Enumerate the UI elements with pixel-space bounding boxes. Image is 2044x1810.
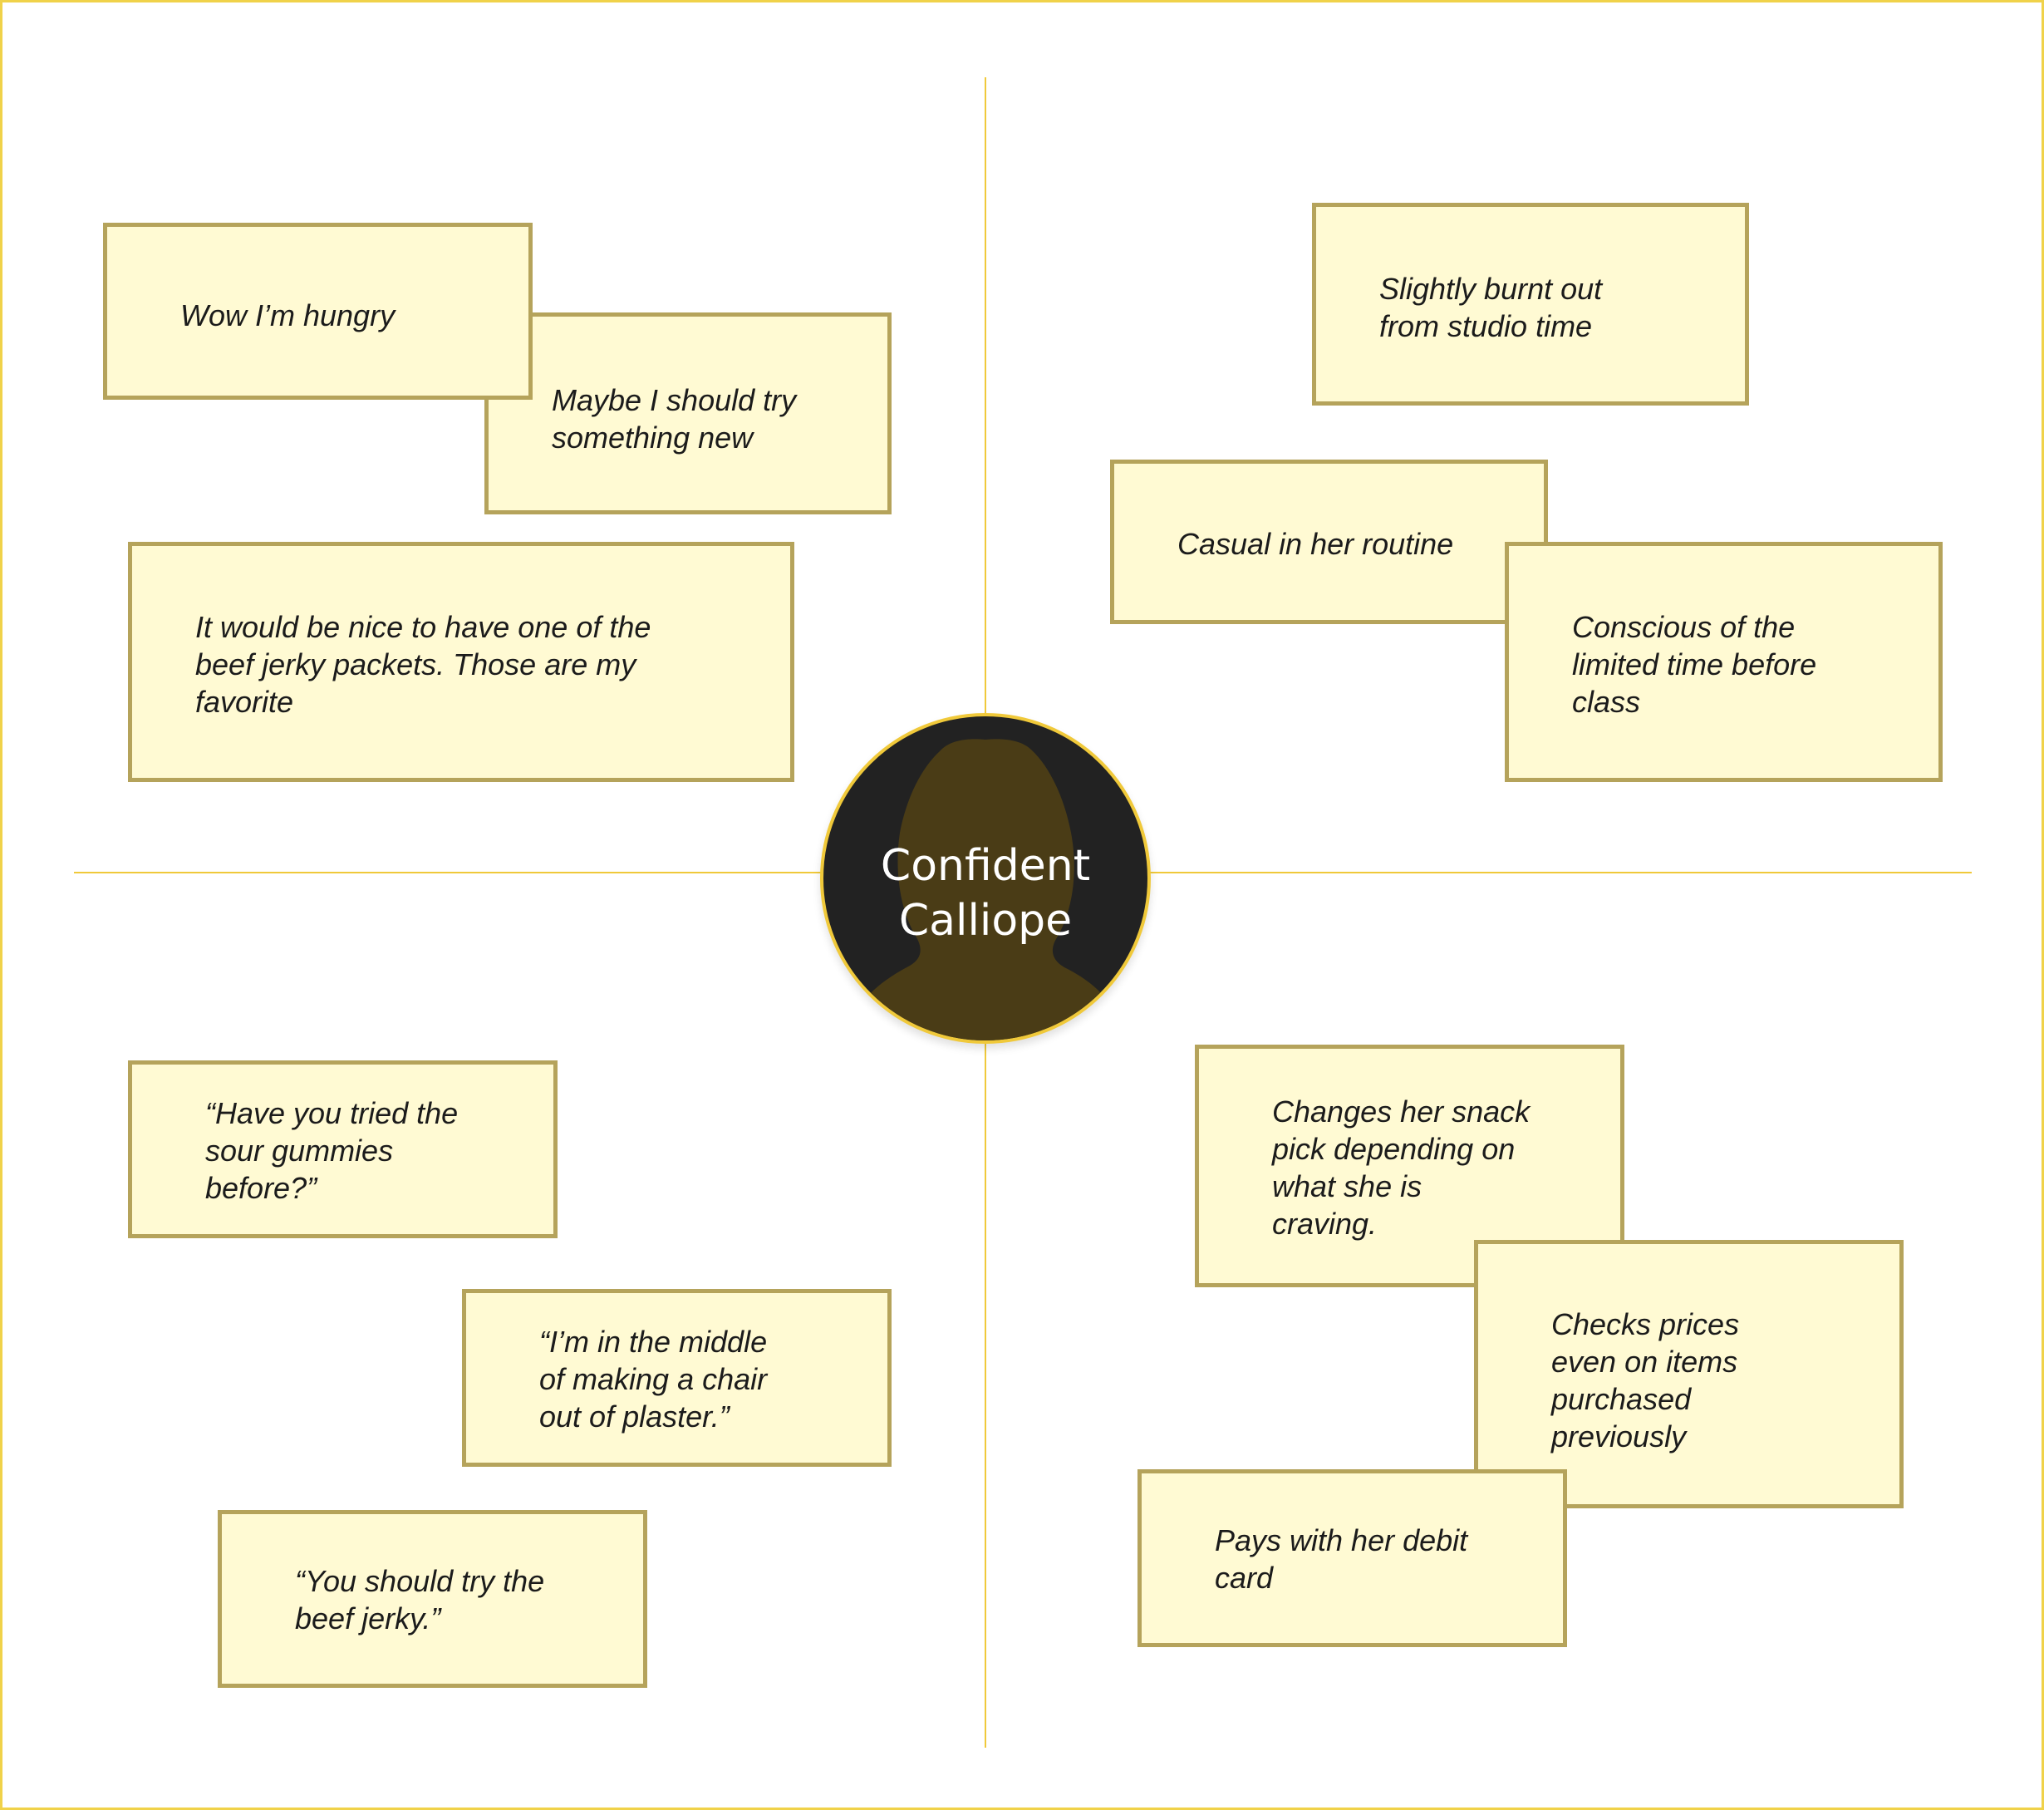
sticky-note[interactable]: Slightly burnt out from studio time bbox=[1312, 203, 1749, 406]
note-line: craving. bbox=[1272, 1207, 1378, 1241]
note-line: Maybe I should try bbox=[552, 383, 797, 417]
note-line: “I’m in the middle bbox=[539, 1325, 768, 1359]
note-line: before?” bbox=[205, 1171, 317, 1205]
note-line: Conscious of the bbox=[1572, 610, 1796, 644]
sticky-note[interactable]: Changes her snack pick depending on what… bbox=[1195, 1045, 1624, 1287]
person-silhouette-icon bbox=[840, 739, 1131, 1040]
sticky-note[interactable]: “I’m in the middle of making a chair out… bbox=[462, 1289, 892, 1467]
note-line: “Have you tried the bbox=[205, 1096, 459, 1130]
note-line: Changes her snack bbox=[1272, 1094, 1531, 1129]
sticky-note[interactable]: Maybe I should try something new bbox=[484, 312, 892, 514]
note-text: “Have you tried the sour gummies before?… bbox=[205, 1094, 528, 1207]
note-line: something new bbox=[552, 421, 754, 455]
note-line: limited time before bbox=[1572, 647, 1817, 681]
note-line: beef jerky packets. Those are my bbox=[195, 647, 636, 681]
note-line: card bbox=[1215, 1561, 1274, 1595]
note-line: Casual in her routine bbox=[1177, 527, 1454, 561]
sticky-note[interactable]: “Have you tried the sour gummies before?… bbox=[128, 1060, 558, 1238]
note-line: even on items bbox=[1551, 1345, 1738, 1379]
note-line: pick depending on bbox=[1272, 1132, 1516, 1166]
note-text: Changes her snack pick depending on what… bbox=[1272, 1093, 1595, 1242]
note-text: Casual in her routine bbox=[1177, 525, 1519, 563]
note-line: from studio time bbox=[1379, 309, 1593, 343]
note-line: “You should try the bbox=[295, 1564, 545, 1598]
note-line: favorite bbox=[195, 685, 294, 719]
note-line: what she is bbox=[1272, 1169, 1422, 1203]
note-text: Pays with her debit card bbox=[1215, 1522, 1538, 1596]
sticky-note[interactable]: Checks prices even on items purchased pr… bbox=[1474, 1240, 1904, 1508]
note-line: Wow I’m hungry bbox=[180, 298, 396, 332]
note-line: sour gummies bbox=[205, 1134, 394, 1168]
note-line: previously bbox=[1551, 1419, 1687, 1453]
sticky-note[interactable]: Pays with her debit card bbox=[1137, 1469, 1567, 1647]
note-line: Checks prices bbox=[1551, 1307, 1740, 1341]
note-line: Pays with her debit bbox=[1215, 1523, 1468, 1557]
note-line: Slightly burnt out bbox=[1379, 272, 1603, 306]
note-line: class bbox=[1572, 685, 1641, 719]
persona-avatar[interactable]: Confident Calliope bbox=[820, 713, 1151, 1044]
note-text: It would be nice to have one of the beef… bbox=[195, 608, 740, 721]
sticky-note[interactable]: Wow I’m hungry bbox=[103, 223, 533, 400]
note-text: Checks prices even on items purchased pr… bbox=[1551, 1306, 1874, 1455]
note-line: purchased bbox=[1551, 1382, 1692, 1416]
note-line: out of plaster.” bbox=[539, 1399, 730, 1434]
persona-name: Confident Calliope bbox=[823, 839, 1147, 948]
sticky-note[interactable]: Casual in her routine bbox=[1110, 460, 1548, 624]
sticky-note[interactable]: Conscious of the limited time before cla… bbox=[1505, 542, 1943, 782]
note-text: Wow I’m hungry bbox=[180, 297, 504, 334]
note-text: Conscious of the limited time before cla… bbox=[1572, 608, 1914, 721]
note-text: “I’m in the middle of making a chair out… bbox=[539, 1323, 862, 1435]
note-text: “You should try the beef jerky.” bbox=[295, 1562, 618, 1637]
note-text: Slightly burnt out from studio time bbox=[1379, 270, 1720, 345]
note-line: of making a chair bbox=[539, 1362, 768, 1396]
persona-name-line: Calliope bbox=[898, 896, 1073, 946]
note-text: Maybe I should try something new bbox=[552, 381, 862, 456]
sticky-note[interactable]: “You should try the beef jerky.” bbox=[218, 1510, 647, 1688]
note-line: beef jerky.” bbox=[295, 1601, 441, 1635]
sticky-note[interactable]: It would be nice to have one of the beef… bbox=[128, 542, 794, 782]
persona-name-line: Confident bbox=[880, 841, 1091, 891]
note-line: It would be nice to have one of the bbox=[195, 610, 651, 644]
